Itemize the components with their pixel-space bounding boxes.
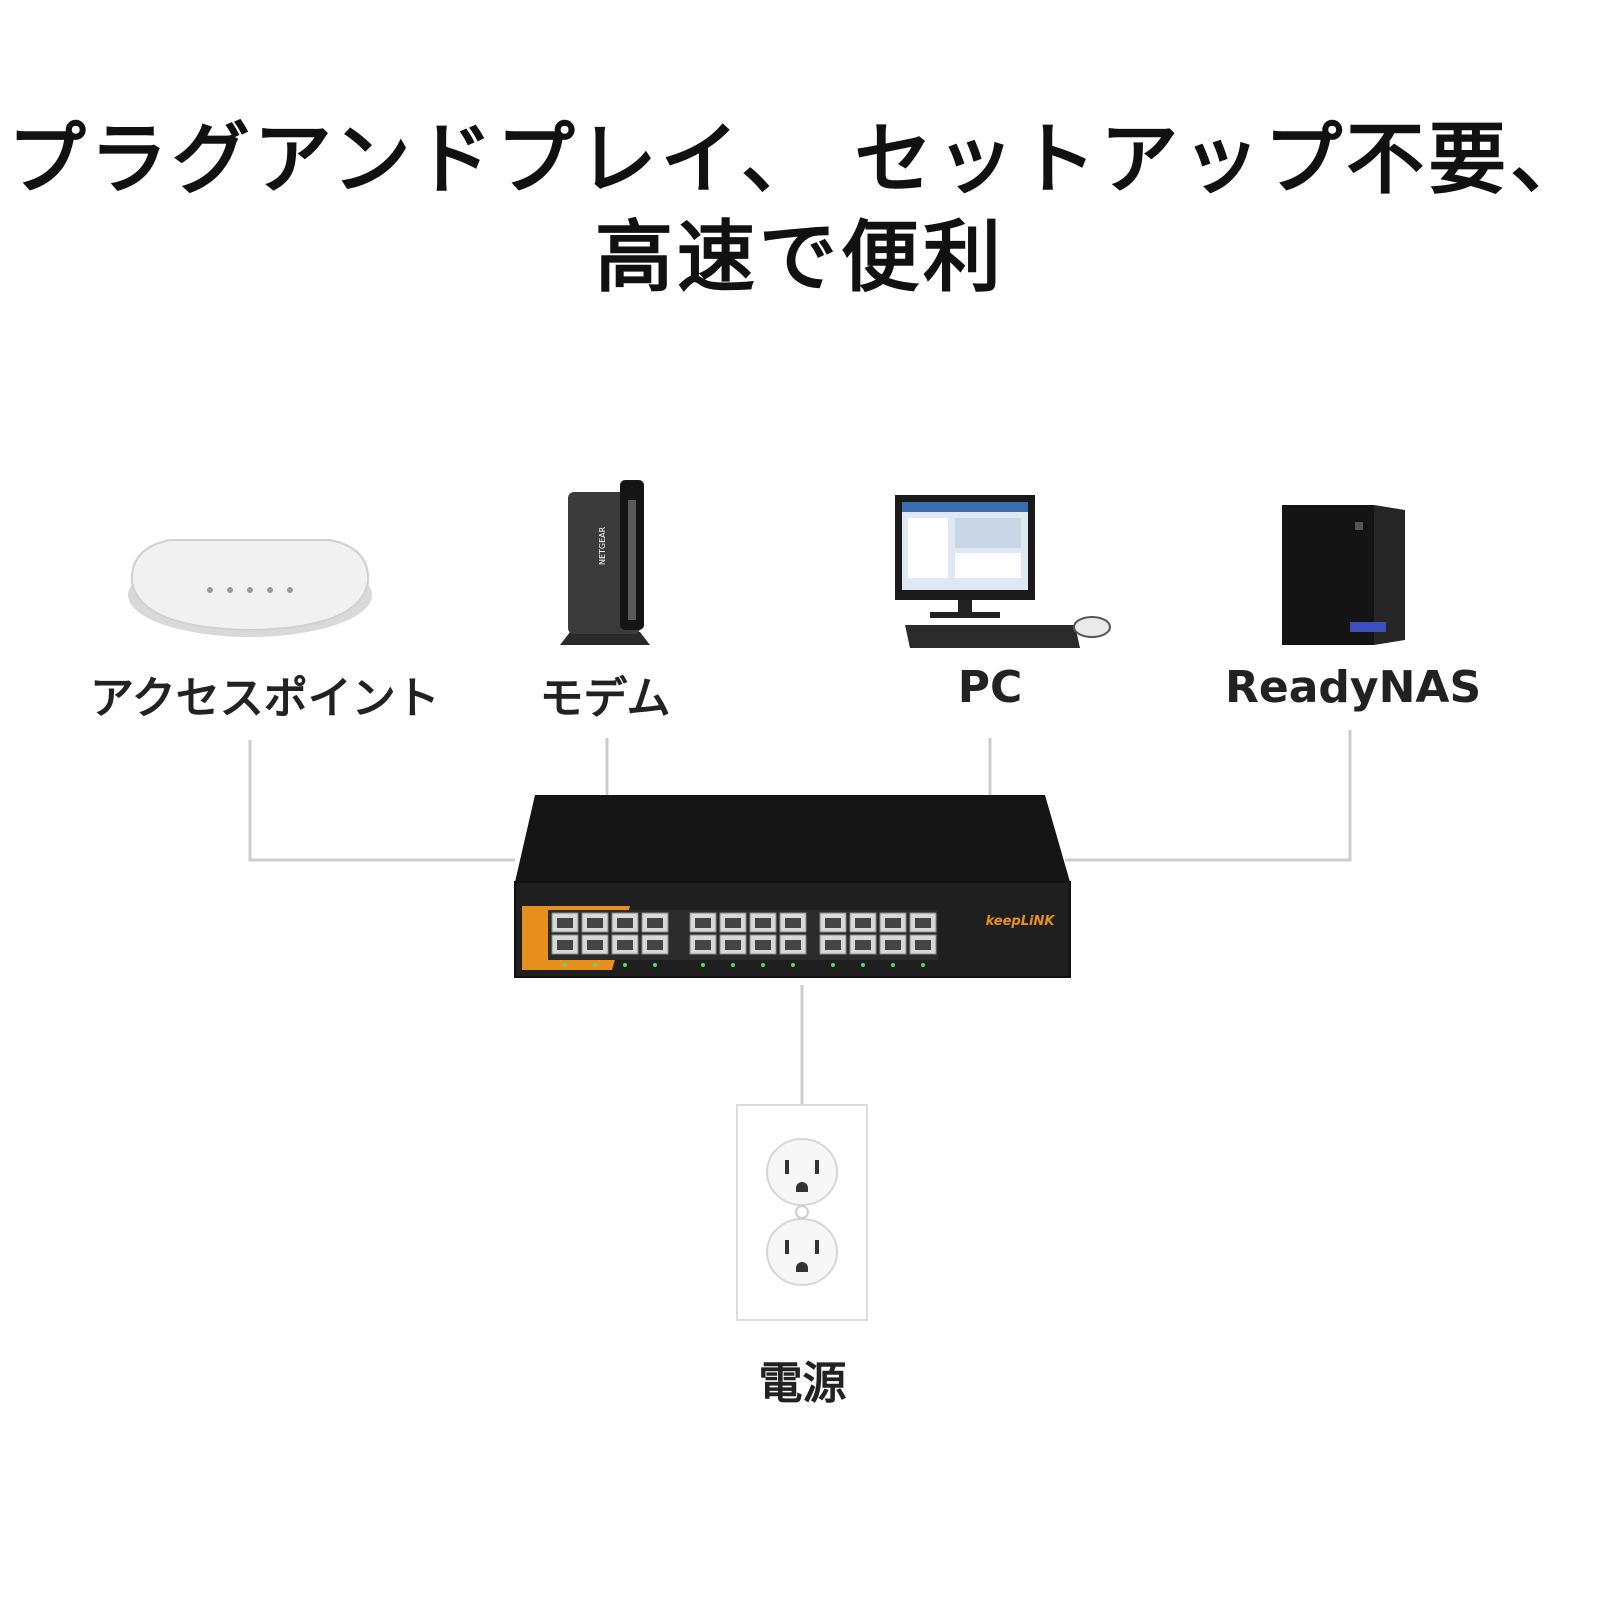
rj45-port-socket [557,940,573,950]
port-led [831,963,835,967]
rj45-port-socket [725,918,741,928]
rj45-port-socket [785,918,801,928]
page-title-line-1: プラグアンドプレイ、 セットアップ不要、 [7,115,1593,205]
port-led [653,963,657,967]
port-led [761,963,765,967]
modem-icon: NETGEAR [560,480,650,645]
nas-icon [1282,505,1405,645]
rj45-port-socket [587,940,603,950]
rj45-port-socket [647,940,663,950]
rj45-port-socket [785,940,801,950]
rj45-port-socket [617,940,633,950]
port-led [861,963,865,967]
port-led [731,963,735,967]
rj45-port-socket [915,918,931,928]
port-led [623,963,627,967]
rj45-port-socket [695,940,711,950]
port-led [791,963,795,967]
rj45-port-socket [755,940,771,950]
modem-brand: NETGEAR [598,526,607,565]
rj45-port-socket [725,940,741,950]
label-modem: モデム [539,673,671,724]
connector-lines [248,730,1352,1105]
port-led [891,963,895,967]
line-access-point [248,740,515,862]
label-power: 電源 [758,1358,847,1409]
rj45-port-socket [557,918,573,928]
access-point-icon [128,539,372,637]
network-switch: keepLiNK [514,795,1071,978]
rj45-port-socket [695,918,711,928]
rj45-port-socket [855,940,871,950]
pc-icon [895,495,1111,648]
rj45-port-socket [855,918,871,928]
rj45-port-socket [885,918,901,928]
rj45-port-socket [617,918,633,928]
rj45-port-socket [825,918,841,928]
switch-ports [551,912,937,967]
rj45-port-socket [755,918,771,928]
port-led [921,963,925,967]
rj45-port-socket [587,918,603,928]
power-outlet-icon [736,1104,868,1321]
switch-brand: keepLiNK [986,914,1056,929]
line-nas [1065,730,1352,862]
rj45-port-socket [647,918,663,928]
label-pc: PC [957,662,1023,713]
port-led [593,963,597,967]
port-led [563,963,567,967]
label-nas: ReadyNAS [1225,662,1482,713]
port-led [701,963,705,967]
page-title-line-2: 高速で便利 [594,213,1005,303]
rj45-port-socket [885,940,901,950]
rj45-port-socket [915,940,931,950]
label-access-point: アクセスポイント [90,673,440,724]
rj45-port-socket [825,940,841,950]
